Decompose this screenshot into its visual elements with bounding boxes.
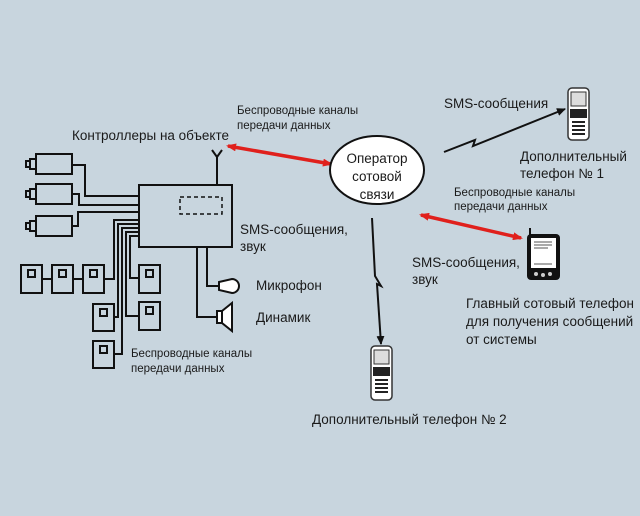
microphone-label: Микрофон (256, 278, 322, 293)
extra-phone-1-label: телефон № 1 (520, 166, 604, 181)
speaker-icon (216, 300, 233, 334)
speaker-label: Динамик (256, 310, 310, 325)
wireless-label: Беспроводные каналы (454, 187, 575, 199)
wireless-label: Беспроводные каналы (131, 348, 252, 360)
microphone-icon (218, 277, 240, 295)
extra-phone-2-label: Дополнительный телефон № 2 (312, 412, 507, 427)
operator-label: Оператор (346, 151, 407, 166)
sms-sound-label: звук (412, 272, 438, 287)
controller-unit (138, 184, 233, 248)
extra-phone-1-label: Дополнительный (520, 149, 627, 164)
camera-icon (25, 153, 73, 237)
controllers-label: Контроллеры на объекте (72, 128, 229, 143)
main-phone-label: от системы (466, 332, 537, 347)
operator-label: сотовой (352, 169, 402, 184)
wireless-link-arrow (226, 143, 333, 167)
wireless-link-arrow (419, 212, 523, 241)
operator-label: связи (360, 187, 395, 202)
sms-sound-label: звук (240, 239, 266, 254)
wireless-label: передачи данных (131, 363, 225, 375)
sms-link-arrow (371, 217, 385, 345)
sms-sound-label: SMS-сообщения, (240, 222, 348, 237)
sms-link-arrow (443, 108, 566, 153)
operator-node (329, 135, 425, 205)
pda-phone-icon (527, 228, 560, 280)
wireless-label: передачи данных (454, 201, 548, 213)
main-phone-label: для получения сообщений (466, 314, 633, 329)
wireless-label: Беспроводные каналы (237, 105, 358, 117)
sensor-icon (20, 264, 161, 369)
mobile-phone-icon (567, 87, 590, 141)
mobile-phone-icon (370, 345, 393, 401)
sms-sound-label: SMS-сообщения, (412, 255, 520, 270)
wireless-label: передачи данных (237, 120, 331, 132)
main-phone-label: Главный сотовый телефон (466, 296, 634, 311)
sms-label: SMS-сообщения (444, 96, 548, 111)
